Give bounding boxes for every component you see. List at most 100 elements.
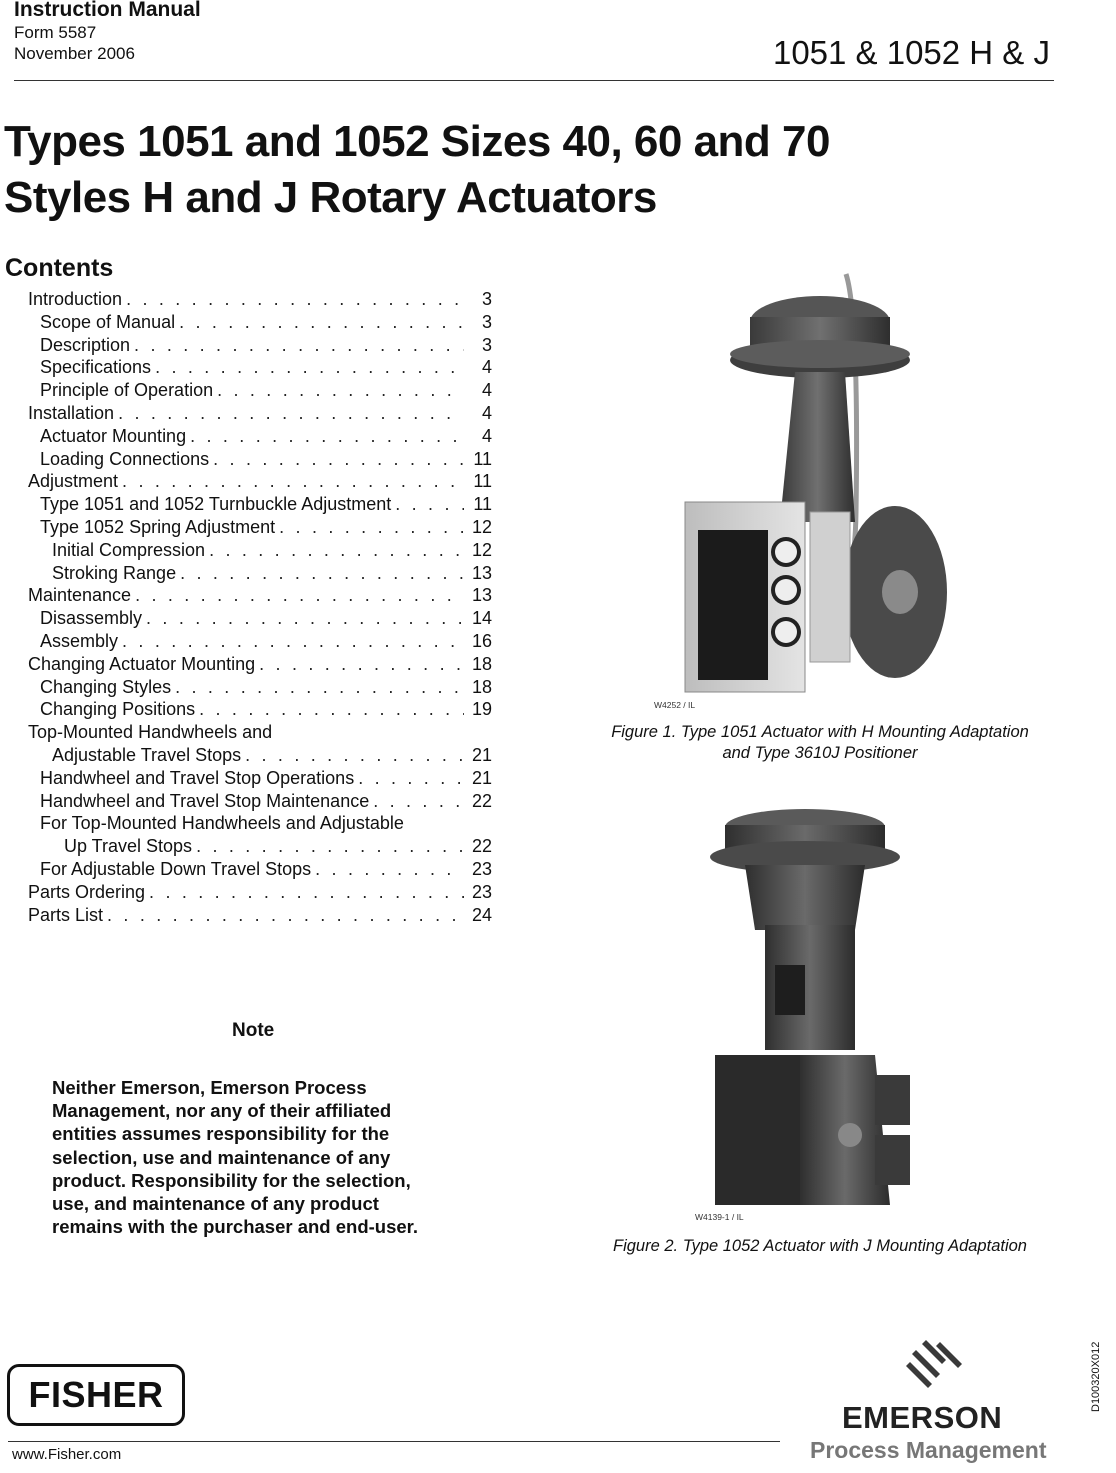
- toc-entry-title: Handwheel and Travel Stop Maintenance: [40, 790, 370, 811]
- toc-entry: Adjustment11: [28, 470, 492, 493]
- toc-entry-title: Introduction: [28, 289, 123, 309]
- toc-entry-title: Stroking Range: [52, 562, 177, 583]
- toc-entry-page: 3: [481, 334, 492, 355]
- toc-entry-page: 13: [471, 562, 492, 583]
- toc-leader-dots: [118, 630, 464, 653]
- toc-entry: Assembly16: [28, 630, 492, 653]
- toc-entry-title: For Top-Mounted Handwheels and Adjustabl…: [40, 813, 404, 834]
- toc-entry: Handwheel and Travel Stop Operations21: [28, 767, 492, 790]
- toc-entry: Introduction 3: [28, 288, 492, 311]
- toc-entry-title: Disassembly: [40, 608, 143, 629]
- toc-entry-title: Initial Compression: [52, 539, 206, 560]
- toc-entry-title: Principle of Operation: [40, 380, 214, 401]
- toc-entry: Maintenance13: [28, 584, 492, 607]
- toc-entry: Principle of Operation4: [28, 379, 492, 402]
- page-title: Types 1051 and 1052 Sizes 40, 60 and 70 …: [4, 114, 830, 226]
- toc-entry: Parts Ordering 23: [28, 881, 492, 904]
- note-body: Neither Emerson, Emerson Process Managem…: [52, 1077, 418, 1238]
- toc-entry-page: 23: [471, 881, 492, 902]
- toc-entry-title: Specifications: [40, 357, 152, 378]
- toc-entry-title: Parts List: [28, 904, 104, 925]
- figure-1-code: W4252 / IL: [654, 700, 696, 710]
- toc-leader-dots: [145, 881, 464, 904]
- toc-leader-dots: [122, 288, 464, 311]
- toc-leader-dots: [151, 356, 464, 379]
- toc-entry: Scope of Manual 3: [28, 311, 492, 334]
- toc-entry: Installation 4: [28, 402, 492, 425]
- toc-entry-page: 22: [471, 836, 492, 857]
- toc-leader-dots: [275, 516, 464, 539]
- toc-entry: Changing Positions 19: [28, 698, 492, 721]
- toc-entry-title: Top-Mounted Handwheels and: [28, 722, 273, 743]
- figure-2-code: W4139-1 / IL: [695, 1212, 744, 1222]
- toc-entry-page: 19: [471, 699, 492, 720]
- toc-leader-dots: [209, 448, 464, 471]
- emerson-tagline: Process Management: [810, 1437, 1047, 1463]
- toc-entry-title: For Adjustable Down Travel Stops: [40, 858, 312, 879]
- toc-entry: For Top-Mounted Handwheels and Adjustabl…: [28, 812, 492, 835]
- toc-leader-dots: [195, 698, 464, 721]
- toc-entry: Specifications 4: [28, 356, 492, 379]
- toc-entry-title: Loading Connections: [40, 448, 210, 469]
- toc-entry-title: Up Travel Stops: [64, 836, 193, 857]
- toc-entry-page: 4: [481, 402, 492, 423]
- fisher-logo: FISHER: [7, 1364, 185, 1426]
- toc-entry-title: Changing Positions: [40, 699, 196, 720]
- fisher-logo-text: FISHER: [28, 1374, 164, 1415]
- toc-leader-dots: [391, 493, 464, 516]
- toc-entry-page: 16: [471, 630, 492, 651]
- toc-entry: Stroking Range 13: [28, 562, 492, 585]
- toc-entry: Disassembly 14: [28, 607, 492, 630]
- toc-entry-page: 11: [473, 471, 492, 492]
- toc-entry-page: 12: [471, 539, 492, 560]
- toc-leader-dots: [176, 562, 464, 585]
- contents-heading: Contents: [5, 254, 114, 282]
- toc-entry: Up Travel Stops 22: [28, 835, 492, 858]
- emerson-logo-icon: [906, 1340, 962, 1388]
- toc-entry-page: 23: [471, 858, 492, 879]
- toc-entry-page: 22: [471, 790, 492, 811]
- toc-entry-page: 4: [481, 425, 492, 446]
- toc-entry: Description 3: [28, 334, 492, 357]
- note-heading: Note: [232, 1020, 275, 1041]
- toc-entry: Actuator Mounting4: [28, 425, 492, 448]
- toc-entry-title: Changing Styles: [40, 676, 172, 697]
- toc-entry-title: Handwheel and Travel Stop Operations: [40, 767, 355, 788]
- toc-leader-dots: [131, 584, 464, 607]
- toc-entry: Top-Mounted Handwheels and: [28, 721, 492, 744]
- toc-entry-page: 4: [481, 357, 492, 378]
- toc-leader-dots: [255, 653, 464, 676]
- figure-2-actuator-image: [710, 809, 910, 1205]
- toc-entry-title: Type 1051 and 1052 Turnbuckle Adjustment: [40, 494, 392, 515]
- toc-entry: Type 1052 Spring Adjustment12: [28, 516, 492, 539]
- toc-entry-title: Scope of Manual: [40, 311, 176, 332]
- toc-entry-title: Parts Ordering: [28, 881, 146, 902]
- toc-entry-page: 11: [473, 448, 492, 469]
- toc-leader-dots: [130, 334, 464, 357]
- figure-1-actuator-image: [684, 273, 947, 693]
- publication-date: November 2006: [14, 44, 135, 63]
- toc-leader-dots: [369, 790, 464, 813]
- toc-entry-page: 11: [473, 494, 492, 515]
- footer-url-link[interactable]: www.Fisher.com: [12, 1446, 122, 1463]
- toc-leader-dots: [205, 539, 464, 562]
- toc-entry-page: 18: [471, 676, 492, 697]
- toc-entry-title: Maintenance: [28, 585, 132, 606]
- toc-entry-title: Installation: [28, 402, 115, 423]
- figure-2-caption: Figure 2. Type 1052 Actuator with J Moun…: [580, 1236, 1060, 1257]
- toc-leader-dots: [114, 402, 464, 425]
- figure-2-caption-line-1: Figure 2. Type 1052 Actuator with J Moun…: [613, 1237, 1027, 1255]
- figure-1-caption-line-1: Figure 1. Type 1051 Actuator with H Moun…: [611, 723, 1029, 741]
- toc-leader-dots: [354, 767, 464, 790]
- toc-entry: For Adjustable Down Travel Stops 23: [28, 858, 492, 881]
- toc-entry: Loading Connections 11: [28, 448, 492, 471]
- toc-entry-title: Description: [40, 334, 131, 355]
- toc-entry-page: 3: [481, 311, 492, 332]
- toc-entry-page: 14: [471, 608, 492, 629]
- toc-entry-page: 3: [481, 289, 492, 309]
- product-code: 1051 & 1052 H & J: [772, 34, 1050, 71]
- toc-leader-dots: [175, 311, 464, 334]
- toc-entry-title: Adjustable Travel Stops: [52, 744, 242, 765]
- title-line-2: Styles H and J Rotary Actuators: [4, 173, 657, 222]
- footer-rule: [8, 1441, 780, 1442]
